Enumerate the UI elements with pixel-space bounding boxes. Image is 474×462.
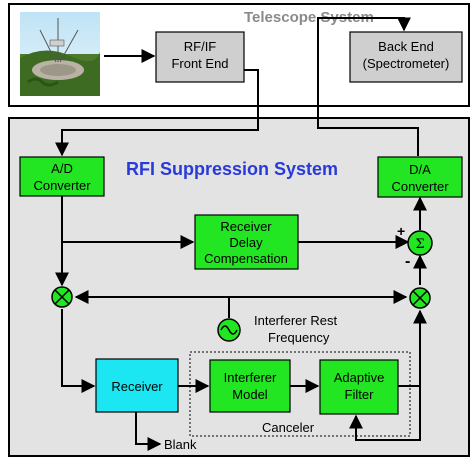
adaptive-filter-line-2: Filter <box>345 387 375 402</box>
interferer-model-box: Interferer Model <box>209 359 291 413</box>
blank-label: Blank <box>164 437 197 452</box>
oscillator-icon <box>217 318 241 342</box>
receiver-delay-compensation-box: Receiver Delay Compensation <box>194 214 299 270</box>
back-end-box: Back End (Spectrometer) <box>349 31 463 83</box>
delay-line-1: Receiver <box>220 219 272 234</box>
summing-junction-icon: Σ <box>407 230 433 256</box>
oscillator-label-1: Interferer Rest <box>254 313 337 328</box>
delay-line-2: Delay <box>229 235 263 250</box>
receiver-box: Receiver <box>95 358 179 413</box>
ad-line-1: A/D <box>51 161 73 176</box>
ad-converter-box: A/D Converter <box>19 156 105 197</box>
rfi-system-title: RFI Suppression System <box>126 159 338 179</box>
da-line-1: D/A <box>409 162 431 177</box>
mixer-icon-right <box>409 287 431 309</box>
interferer-model-line-1: Interferer <box>224 370 277 385</box>
back-end-line-1: Back End <box>378 39 434 54</box>
minus-sign: - <box>405 253 410 270</box>
da-line-2: Converter <box>391 179 449 194</box>
receiver-label: Receiver <box>111 379 163 394</box>
back-end-line-2: (Spectrometer) <box>363 56 450 71</box>
telescope-photo <box>20 12 100 96</box>
oscillator-label-2: Frequency <box>268 330 330 345</box>
ad-line-2: Converter <box>33 178 91 193</box>
adaptive-filter-line-1: Adaptive <box>334 370 385 385</box>
rf-if-front-end-box: RF/IF Front End <box>155 31 245 83</box>
front-end-line-1: RF/IF <box>184 39 217 54</box>
plus-sign: + <box>397 223 405 239</box>
mixer-icon-left <box>51 286 73 308</box>
canceler-label: Canceler <box>262 420 315 435</box>
interferer-model-line-2: Model <box>232 387 268 402</box>
front-end-line-2: Front End <box>171 56 228 71</box>
sum-symbol: Σ <box>415 237 424 252</box>
telescope-system-title: Telescope System <box>244 9 374 26</box>
signal-connections <box>55 17 427 451</box>
adaptive-filter-box: Adaptive Filter <box>319 359 399 415</box>
canceler-group: Canceler <box>189 351 411 437</box>
delay-line-3: Compensation <box>204 251 288 266</box>
da-converter-box: D/A Converter <box>377 156 463 198</box>
